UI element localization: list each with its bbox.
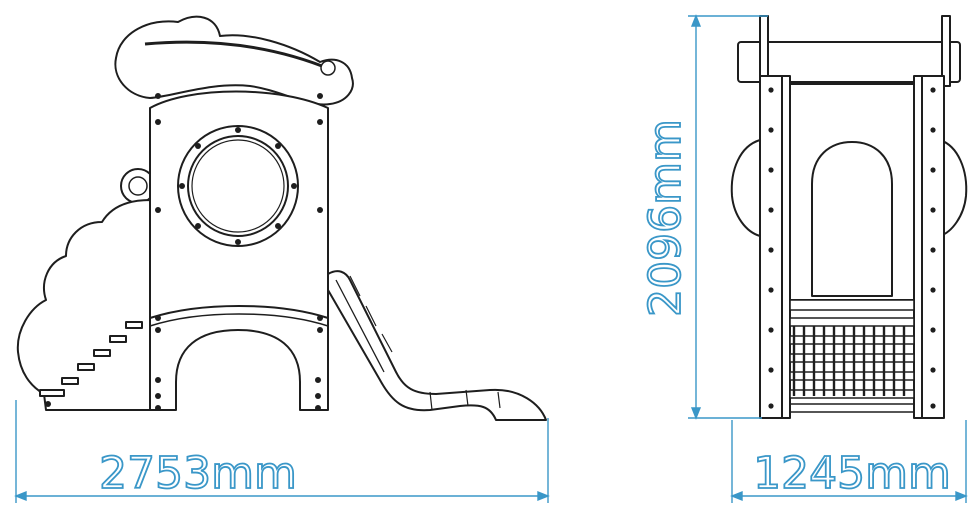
side-width-label: 1245mm — [753, 448, 951, 499]
roof-cloud — [114, 15, 354, 106]
porthole-window — [177, 125, 299, 247]
left-post — [759, 75, 783, 419]
right-post — [921, 75, 945, 419]
side-view — [730, 15, 968, 419]
panel-bolts — [45, 93, 323, 411]
slide — [327, 270, 547, 421]
front-width-dimension — [14, 400, 550, 503]
side-bolts — [768, 87, 936, 409]
climbing-steps — [39, 321, 143, 397]
side-bulge-left — [730, 139, 761, 237]
ladder-steps — [789, 299, 915, 413]
arched-window — [811, 141, 893, 297]
front-view — [16, 15, 547, 421]
roof-board — [737, 41, 961, 83]
side-width-dimension — [730, 420, 968, 503]
front-width-label: 2753mm — [99, 448, 297, 499]
side-height-label: 2096mm — [640, 119, 691, 317]
side-height-dimension — [688, 14, 768, 420]
side-bulge-right — [939, 139, 968, 237]
climbing-wall — [16, 199, 151, 411]
